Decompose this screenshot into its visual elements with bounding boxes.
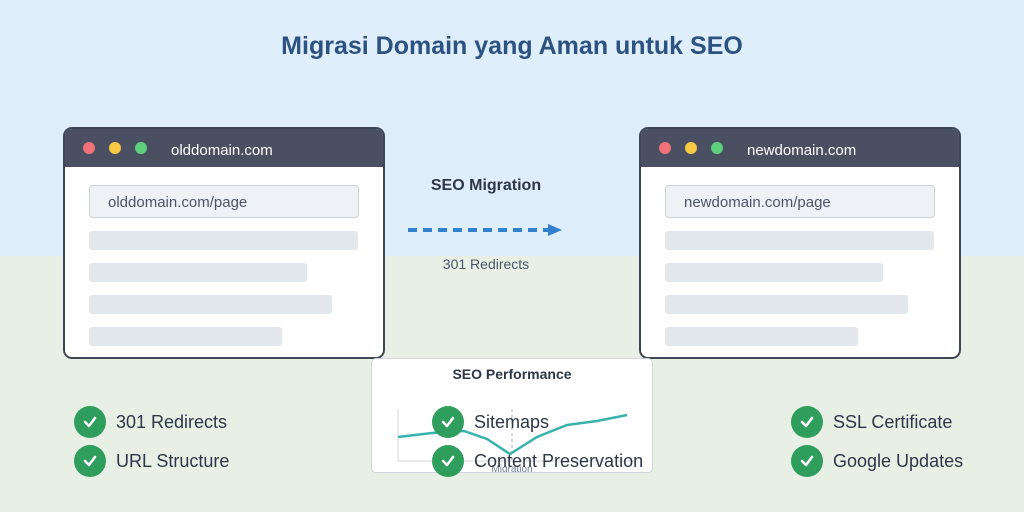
browser-domain-label: olddomain.com (171, 142, 273, 159)
check-circle-icon (791, 406, 823, 438)
checklist-item: Content Preservation (432, 445, 643, 477)
close-dot-icon (659, 142, 671, 154)
minimize-dot-icon (685, 142, 697, 154)
checklist-label: 301 Redirects (116, 411, 228, 432)
content-line (665, 263, 883, 282)
close-dot-icon (83, 142, 95, 154)
content-line (665, 295, 908, 314)
dashed-arrow-right-icon (408, 224, 562, 236)
checklist-label: Content Preservation (474, 450, 644, 471)
checklist-label: URL Structure (116, 450, 230, 471)
checklist-label: Google Updates (833, 450, 964, 471)
browser-title-bar: newdomain.com (641, 129, 959, 167)
content-line (665, 231, 934, 250)
checklist-label: Sitemaps (474, 411, 550, 432)
migration-marker-label: Migration (491, 464, 532, 472)
url-bar: olddomain.com/page (89, 185, 359, 218)
checklist-item: URL Structure (74, 445, 229, 477)
old-domain-browser: olddomain.com olddomain.com/page (63, 127, 385, 359)
minimize-dot-icon (109, 142, 121, 154)
check-circle-icon (432, 445, 464, 477)
maximize-dot-icon (711, 142, 723, 154)
content-line (89, 327, 282, 346)
check-circle-icon (432, 406, 464, 438)
checklist-item: Sitemaps (432, 406, 549, 438)
url-bar: newdomain.com/page (665, 185, 935, 218)
checklist-item: Google Updates (791, 445, 963, 477)
new-domain-browser: newdomain.com newdomain.com/page (639, 127, 961, 359)
migration-label: SEO Migration (430, 177, 542, 194)
performance-title: SEO Performance (452, 366, 572, 382)
checklist-item: SSL Certificate (791, 406, 952, 438)
page-title: Migrasi Domain yang Aman untuk SEO (281, 32, 743, 60)
content-line (665, 327, 858, 346)
migration-sublabel: 301 Redirects (442, 256, 530, 272)
check-circle-icon (74, 406, 106, 438)
checklist-label: SSL Certificate (833, 411, 953, 432)
browser-domain-label: newdomain.com (747, 142, 857, 159)
content-line (89, 263, 307, 282)
check-circle-icon (791, 445, 823, 477)
maximize-dot-icon (135, 142, 147, 154)
content-line (89, 231, 358, 250)
checklist-item: 301 Redirects (74, 406, 227, 438)
browser-title-bar: olddomain.com (65, 129, 383, 167)
content-line (89, 295, 332, 314)
check-circle-icon (74, 445, 106, 477)
